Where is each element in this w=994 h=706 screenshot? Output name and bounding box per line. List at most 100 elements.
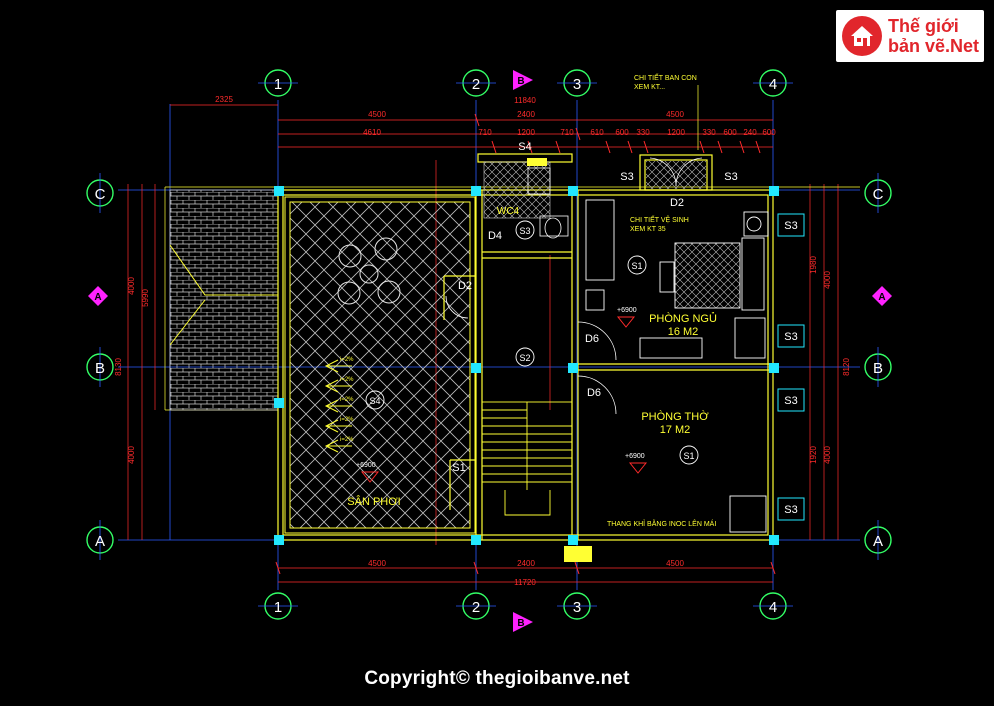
staircase — [481, 401, 573, 541]
tag-circles — [365, 220, 699, 465]
tag-s1-bedroom: S1 — [631, 261, 642, 271]
door-swings — [445, 157, 703, 415]
grid-label-a-left: A — [95, 533, 105, 550]
dim-left-4000-b: 4000 — [127, 446, 136, 464]
tag-d6-b: D6 — [587, 387, 601, 399]
note-balcony-detail-1: CHI TIẾT BAN CON — [634, 72, 697, 82]
section-a-left: A — [94, 292, 101, 303]
dimension-lines — [127, 104, 839, 583]
tag-s3-top-left: S3 — [620, 171, 633, 183]
dim-4500-bottom-a: 4500 — [368, 559, 386, 568]
room-bedroom-area: 16 M2 — [668, 326, 699, 338]
dim-left-5990: 5990 — [141, 289, 150, 307]
grid-label-3-top: 3 — [573, 76, 581, 93]
level-bedroom: +6900 — [617, 307, 637, 314]
tag-s3-right-2: S3 — [784, 331, 797, 343]
dim-600-b: 600 — [723, 128, 737, 137]
dim-2400-bottom: 2400 — [517, 559, 535, 568]
room-drying-yard: SÂN PHƠI — [347, 495, 400, 508]
slope-arrows — [324, 359, 352, 453]
dim-330-b: 330 — [702, 128, 716, 137]
note-balcony-detail-2: XEM KT... — [634, 84, 665, 91]
grid-label-b-left: B — [95, 360, 105, 377]
dim-left-4000-a: 4000 — [127, 277, 136, 295]
room-bedroom-name: PHÒNG NGỦ — [649, 312, 717, 325]
section-a-right: A — [878, 292, 885, 303]
wc-fixtures — [527, 167, 569, 239]
dim-left-8130: 8130 — [114, 358, 123, 376]
section-b-bottom: B — [517, 618, 524, 629]
dim-11720: 11720 — [514, 578, 536, 587]
slope-label-3: i=2% — [340, 397, 354, 403]
dim-2400-top: 2400 — [517, 110, 535, 119]
tag-d6-a: D6 — [585, 333, 599, 345]
dim-710-b: 710 — [560, 128, 574, 137]
wc-hatch — [483, 161, 551, 219]
grid-label-b-right: B — [873, 360, 883, 377]
tag-s3-right-1: S3 — [784, 220, 797, 232]
grid-label-3-bottom: 3 — [573, 599, 581, 616]
grid-label-a-right: A — [873, 533, 883, 550]
dim-330-a: 330 — [636, 128, 650, 137]
room-worship-area: 17 M2 — [660, 424, 691, 436]
note-wc-detail-1: CHI TIẾT VỆ SINH — [630, 214, 689, 224]
level-worship: +6900 — [625, 453, 645, 460]
tag-s3-right-4: S3 — [784, 504, 797, 516]
tag-d4: D4 — [488, 230, 502, 242]
note-wc-detail-2: XEM KT 35 — [630, 226, 666, 233]
dim-4500-top-a: 4500 — [368, 110, 386, 119]
stair-access-mark — [564, 546, 592, 562]
tag-s3-top-right: S3 — [724, 171, 737, 183]
tag-d2-left: D2 — [458, 280, 472, 292]
grid-label-c-left: C — [95, 186, 106, 203]
grid-label-1-bottom: 1 — [274, 599, 282, 616]
altar-table — [729, 495, 767, 533]
planter-circles — [337, 237, 401, 305]
level-yard: +6900 — [356, 462, 376, 469]
section-b-top: B — [517, 76, 524, 87]
section-markers — [88, 70, 892, 632]
dim-610: 610 — [590, 128, 604, 137]
grid-label-2-top: 2 — [472, 76, 480, 93]
room-worship-name: PHÒNG THỜ — [641, 410, 709, 423]
dim-710-a: 710 — [478, 128, 492, 137]
slope-label-5: i=2% — [340, 437, 354, 443]
house-icon — [842, 16, 882, 56]
dimension-ticks — [275, 113, 776, 575]
copyright-watermark: Copyright© thegioibanve.net — [364, 668, 630, 689]
drying-yard-hatch — [289, 201, 471, 529]
dim-600-c: 600 — [762, 128, 776, 137]
site-logo[interactable]: Thế giới bản vẽ.Net — [836, 10, 984, 62]
dim-600-a: 600 — [615, 128, 629, 137]
grid-label-1-top: 1 — [274, 76, 282, 93]
bubble-crosshairs — [99, 82, 879, 607]
grid-label-4-bottom: 4 — [769, 599, 777, 616]
tag-s3-wc: S3 — [519, 226, 530, 236]
tag-s1-worship: S1 — [683, 451, 694, 461]
grid-label-c-right: C — [873, 186, 884, 203]
logo-text-line2: bản vẽ.Net — [888, 36, 980, 56]
dim-right-4000-a: 4000 — [823, 271, 832, 289]
dim-right-4000-b: 4000 — [823, 446, 832, 464]
dim-240: 240 — [743, 128, 757, 137]
logo-text-line1: Thế giới — [888, 16, 959, 36]
tag-s4-top: S4 — [518, 141, 531, 153]
level-markers — [360, 316, 648, 483]
dim-1200-a: 1200 — [517, 128, 535, 137]
tag-s3-right-3: S3 — [784, 395, 797, 407]
tag-s2: S2 — [519, 353, 530, 363]
dim-4500-top-b: 4500 — [666, 110, 684, 119]
tag-d2-top: D2 — [670, 197, 684, 209]
columns — [274, 186, 779, 545]
window-tags — [777, 213, 805, 521]
grid-label-2-bottom: 2 — [472, 599, 480, 616]
dim-right-1980: 1980 — [809, 256, 818, 274]
slope-label-4: i=2% — [340, 417, 354, 423]
note-ladder: THANG KHỈ BẰNG INOC LÊN MÁI — [607, 519, 716, 528]
dim-right-1920: 1920 — [809, 446, 818, 464]
dim-11840: 11840 — [514, 96, 536, 105]
room-wc4: WC4 — [497, 206, 520, 217]
dim-4500-bottom-b: 4500 — [666, 559, 684, 568]
dim-right-8120: 8120 — [842, 358, 851, 376]
